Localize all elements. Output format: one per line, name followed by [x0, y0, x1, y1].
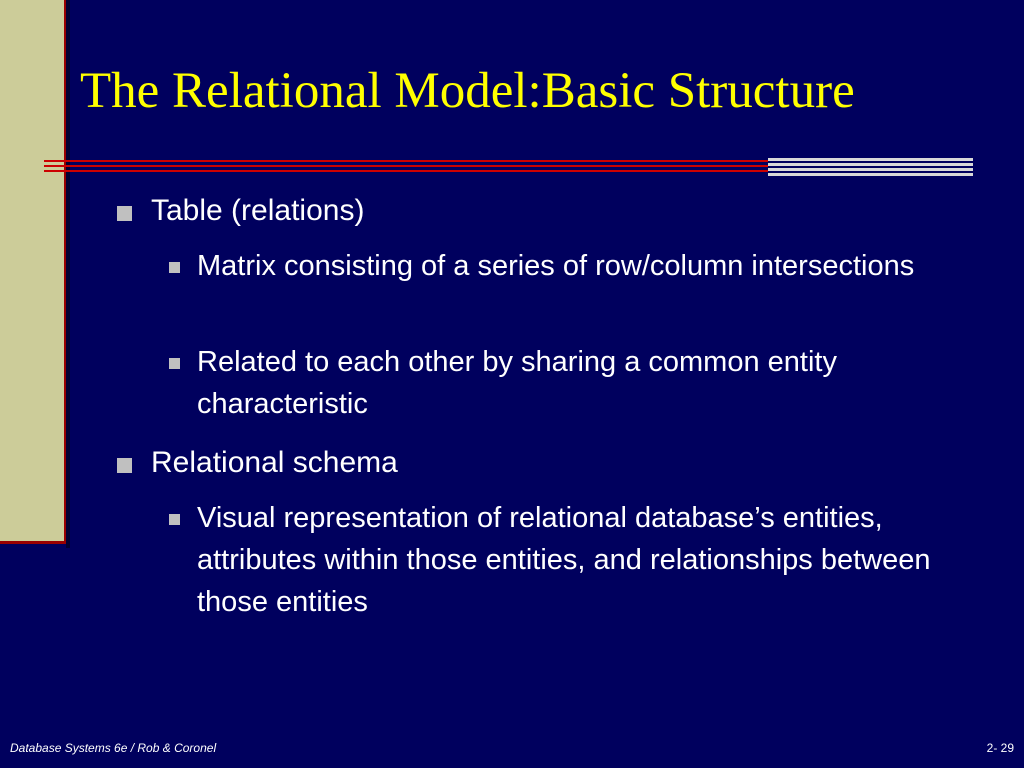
slide-content: Table (relations) Matrix consisting of a…	[117, 193, 991, 623]
square-bullet-icon	[169, 514, 180, 525]
bullet-level2: Matrix consisting of a series of row/col…	[169, 245, 977, 287]
bullet-text: Related to each other by sharing a commo…	[197, 346, 837, 420]
bullet-text: Visual representation of relational data…	[197, 502, 931, 618]
sidebar-shadow	[66, 0, 70, 548]
bullet-level2: Visual representation of relational data…	[169, 497, 977, 623]
square-bullet-icon	[169, 358, 180, 369]
title-rule-3	[44, 170, 768, 172]
title-rule-2	[44, 165, 768, 167]
bullet-text: Table (relations)	[151, 194, 365, 227]
title-rule-block	[768, 158, 973, 178]
slide-number: 2- 29	[986, 741, 1014, 755]
decorative-sidebar	[0, 0, 66, 544]
bullet-text: Matrix consisting of a series of row/col…	[197, 250, 915, 282]
title-rule-1	[44, 160, 768, 162]
bullet-text: Relational schema	[151, 446, 398, 479]
square-bullet-icon	[169, 262, 180, 273]
bullet-level1: Table (relations)	[117, 193, 991, 229]
square-bullet-icon	[117, 206, 132, 221]
slide-title: The Relational Model:Basic Structure	[80, 63, 855, 119]
square-bullet-icon	[117, 458, 132, 473]
footer-credit: Database Systems 6e / Rob & Coronel	[10, 741, 217, 755]
bullet-level2: Related to each other by sharing a commo…	[169, 341, 977, 425]
bullet-level1: Relational schema	[117, 445, 991, 481]
